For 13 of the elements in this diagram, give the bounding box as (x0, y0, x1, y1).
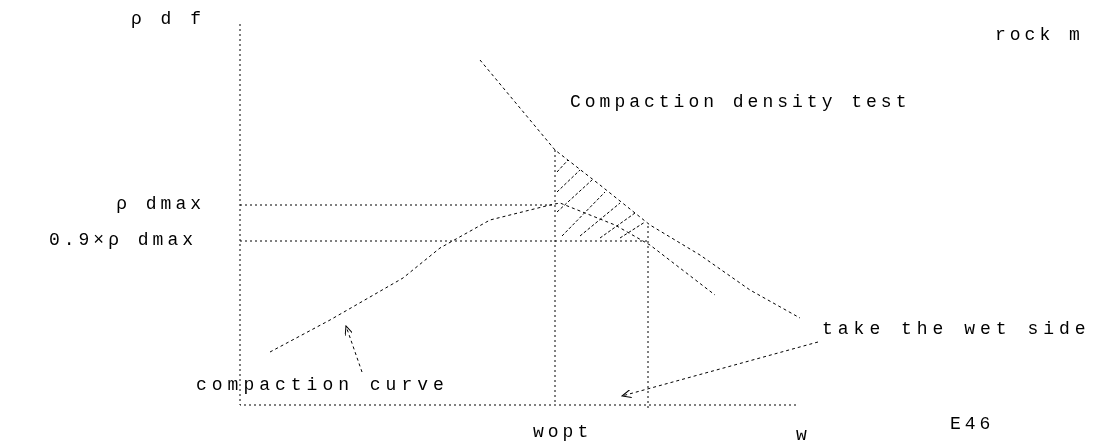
chart-label: wopt (533, 421, 593, 443)
compaction-curve (269, 202, 716, 353)
leader-arrow (344, 325, 363, 373)
annotation-text: compaction curve (196, 374, 449, 396)
chart-label: E46 (950, 413, 995, 435)
chart-label: 0.9×ρ dmax (48, 229, 197, 251)
leader-arrow (621, 341, 819, 398)
chart-label: Compaction density test (570, 91, 911, 113)
annotation-text: take the wet side (822, 318, 1091, 340)
chart-label: ρ d f (131, 8, 205, 30)
chart-label: rock m (995, 24, 1084, 46)
chart-label: ρ dmax (116, 193, 205, 215)
chart-label: w (796, 424, 811, 445)
